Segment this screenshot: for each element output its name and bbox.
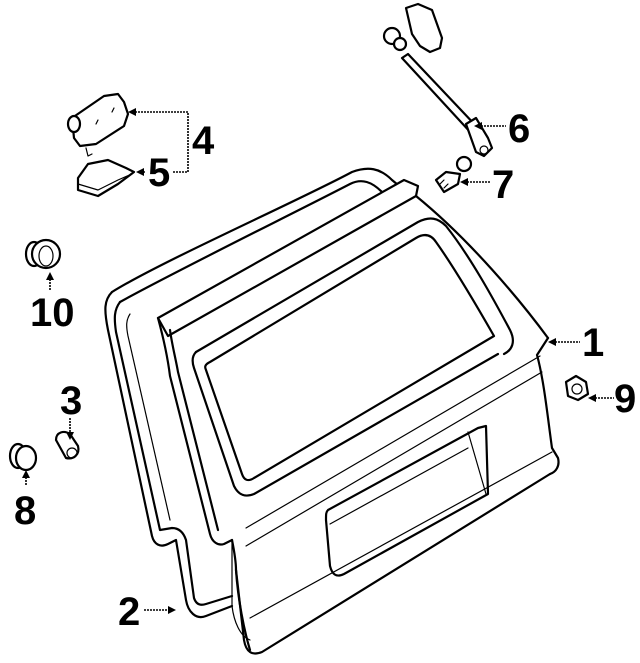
bumper-stop (54, 430, 80, 460)
hinge-plate (76, 158, 136, 198)
callout-9: 9 (614, 377, 636, 421)
ball-stud (434, 155, 473, 194)
plug-10 (24, 238, 62, 270)
hinge-assembly (66, 92, 130, 157)
liftgate-panel (156, 178, 560, 655)
plug-8 (8, 442, 38, 472)
leader-4 (132, 111, 189, 173)
callout-10: 10 (30, 291, 75, 335)
lift-support-strut (382, 2, 494, 158)
weatherstrip-seal (104, 167, 406, 619)
callout-7: 7 (492, 163, 514, 207)
callout-3: 3 (60, 379, 82, 423)
callout-4: 4 (192, 119, 215, 163)
leader-lines (22, 108, 614, 614)
callout-5: 5 (148, 151, 170, 195)
nut (564, 374, 590, 402)
callout-1: 1 (582, 321, 604, 365)
callout-8: 8 (14, 489, 36, 533)
callout-2: 2 (118, 590, 140, 634)
callout-6: 6 (508, 107, 530, 151)
